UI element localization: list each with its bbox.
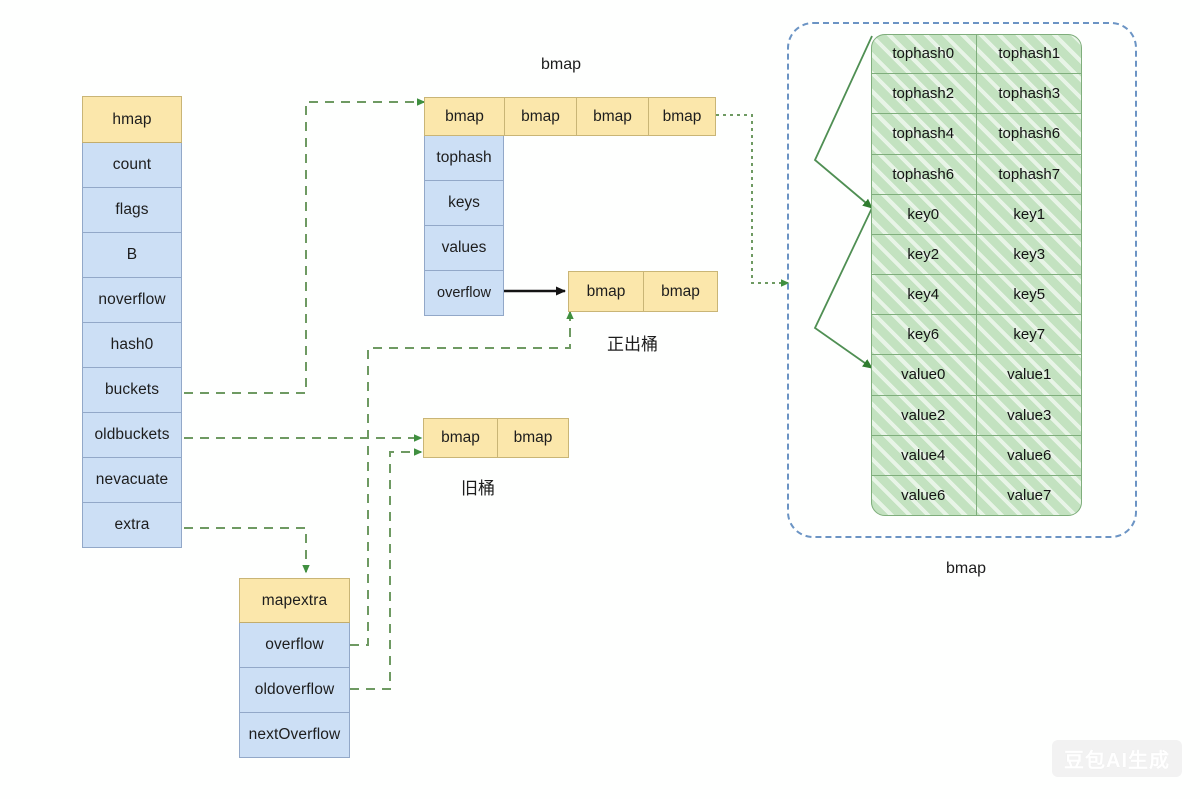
- new-overflow-bucket-label: 正出桶: [607, 335, 658, 354]
- new-overflow-tile-1: bmap: [643, 271, 718, 312]
- bmap-detail-label: bmap: [946, 560, 987, 577]
- old-bucket-tile-0: bmap: [423, 418, 497, 458]
- hmap-field-extra: extra: [82, 503, 182, 548]
- hmap-struct: hmap count flags B noverflow hash0 bucke…: [82, 96, 182, 548]
- hmap-field-hash0: hash0: [82, 323, 182, 368]
- bmap-array-title: bmap: [541, 56, 582, 73]
- bmap-cell-key4: key4: [871, 275, 977, 316]
- bmap-cell-key0: key0: [871, 194, 977, 235]
- bmap-cell-value7: value7: [1007, 487, 1052, 505]
- watermark: 豆包AI生成: [1052, 740, 1182, 777]
- bmap-cell-value3: value3: [976, 396, 1082, 436]
- bmap-cell-key3: key3: [976, 235, 1082, 275]
- buckets-array: bmap bmap bmap bmap: [424, 97, 716, 136]
- bmap-cell-key1: key1: [976, 195, 1082, 235]
- hmap-field-count: count: [82, 143, 182, 188]
- hmap-field-oldbuckets: oldbuckets: [82, 413, 182, 458]
- bmap-cell-tophash1: tophash1: [976, 34, 1082, 75]
- mapextra-field-nextoverflow: nextOverflow: [239, 713, 350, 758]
- bmap-cell-key6: key6: [871, 315, 977, 356]
- wire-oldoverflow-to-old-bucket: [350, 448, 423, 690]
- wire-buckets-to-buckets-array: [184, 98, 426, 394]
- bmap-field-values: values: [424, 226, 504, 271]
- bmap-field-tophash: tophash: [424, 136, 504, 181]
- bmap-cell-key2: key2: [871, 234, 977, 275]
- wire-extra-to-mapextra: [184, 527, 310, 574]
- bmap-cell-value6: value6: [871, 475, 977, 516]
- new-overflow-tile-0: bmap: [568, 271, 643, 312]
- old-bucket-array: bmap bmap: [423, 418, 569, 458]
- bmap-cell-value1: value1: [976, 355, 1082, 396]
- wire-bmap-array-to-bmap-detail: [716, 114, 790, 287]
- hmap-field-flags: flags: [82, 188, 182, 233]
- bmap-detail-container: [787, 22, 1137, 538]
- bmap-field-keys: keys: [424, 181, 504, 226]
- bmap-cell-tophash6: tophash6: [976, 114, 1082, 155]
- bucket-tile-1: bmap: [504, 97, 576, 136]
- bmap-cell-tophash0: tophash0: [871, 34, 977, 75]
- hmap-field-nevacuate: nevacuate: [82, 458, 182, 503]
- bmap-cell-tophash4: tophash4: [871, 114, 977, 155]
- mapextra-struct: mapextra overflow oldoverflow nextOverfl…: [239, 578, 350, 758]
- bmap-field-overflow: overflow: [424, 271, 504, 316]
- bmap-cell-tophash7: tophash7: [976, 155, 1082, 195]
- bmap-cell-value4: value4: [871, 435, 977, 476]
- hmap-field-b: B: [82, 233, 182, 278]
- wire-overflow-to-new-overflow-bucket: [350, 310, 574, 646]
- bucket-tile-3: bmap: [648, 97, 716, 136]
- new-overflow-bucket-array: bmap bmap: [568, 271, 718, 312]
- mapextra-field-overflow: overflow: [239, 623, 350, 668]
- old-bucket-label: 旧桶: [461, 479, 495, 498]
- bmap-cell-tophash3: tophash3: [976, 74, 1082, 115]
- old-bucket-tile-1: bmap: [497, 418, 569, 458]
- bmap-cell-tophash6: tophash6: [871, 154, 977, 195]
- hmap-field-buckets: buckets: [82, 368, 182, 413]
- bmap-cell-value0: value0: [871, 355, 977, 396]
- mapextra-header: mapextra: [239, 578, 350, 623]
- bucket-tile-2: bmap: [576, 97, 648, 136]
- bmap-cell-tophash2: tophash2: [871, 74, 977, 115]
- hmap-field-noverflow: noverflow: [82, 278, 182, 323]
- bmap-cell-key7: key7: [976, 315, 1082, 356]
- bmap-cell-value2: value2: [871, 395, 977, 436]
- hmap-header: hmap: [82, 96, 182, 143]
- bmap-cell-key5: key5: [976, 275, 1082, 316]
- bmap-cell-value6: value6: [976, 436, 1082, 476]
- bmap-detail-struct: tophash keys values overflow: [424, 136, 504, 316]
- mapextra-field-oldoverflow: oldoverflow: [239, 668, 350, 713]
- bucket-tile-0: bmap: [424, 97, 504, 136]
